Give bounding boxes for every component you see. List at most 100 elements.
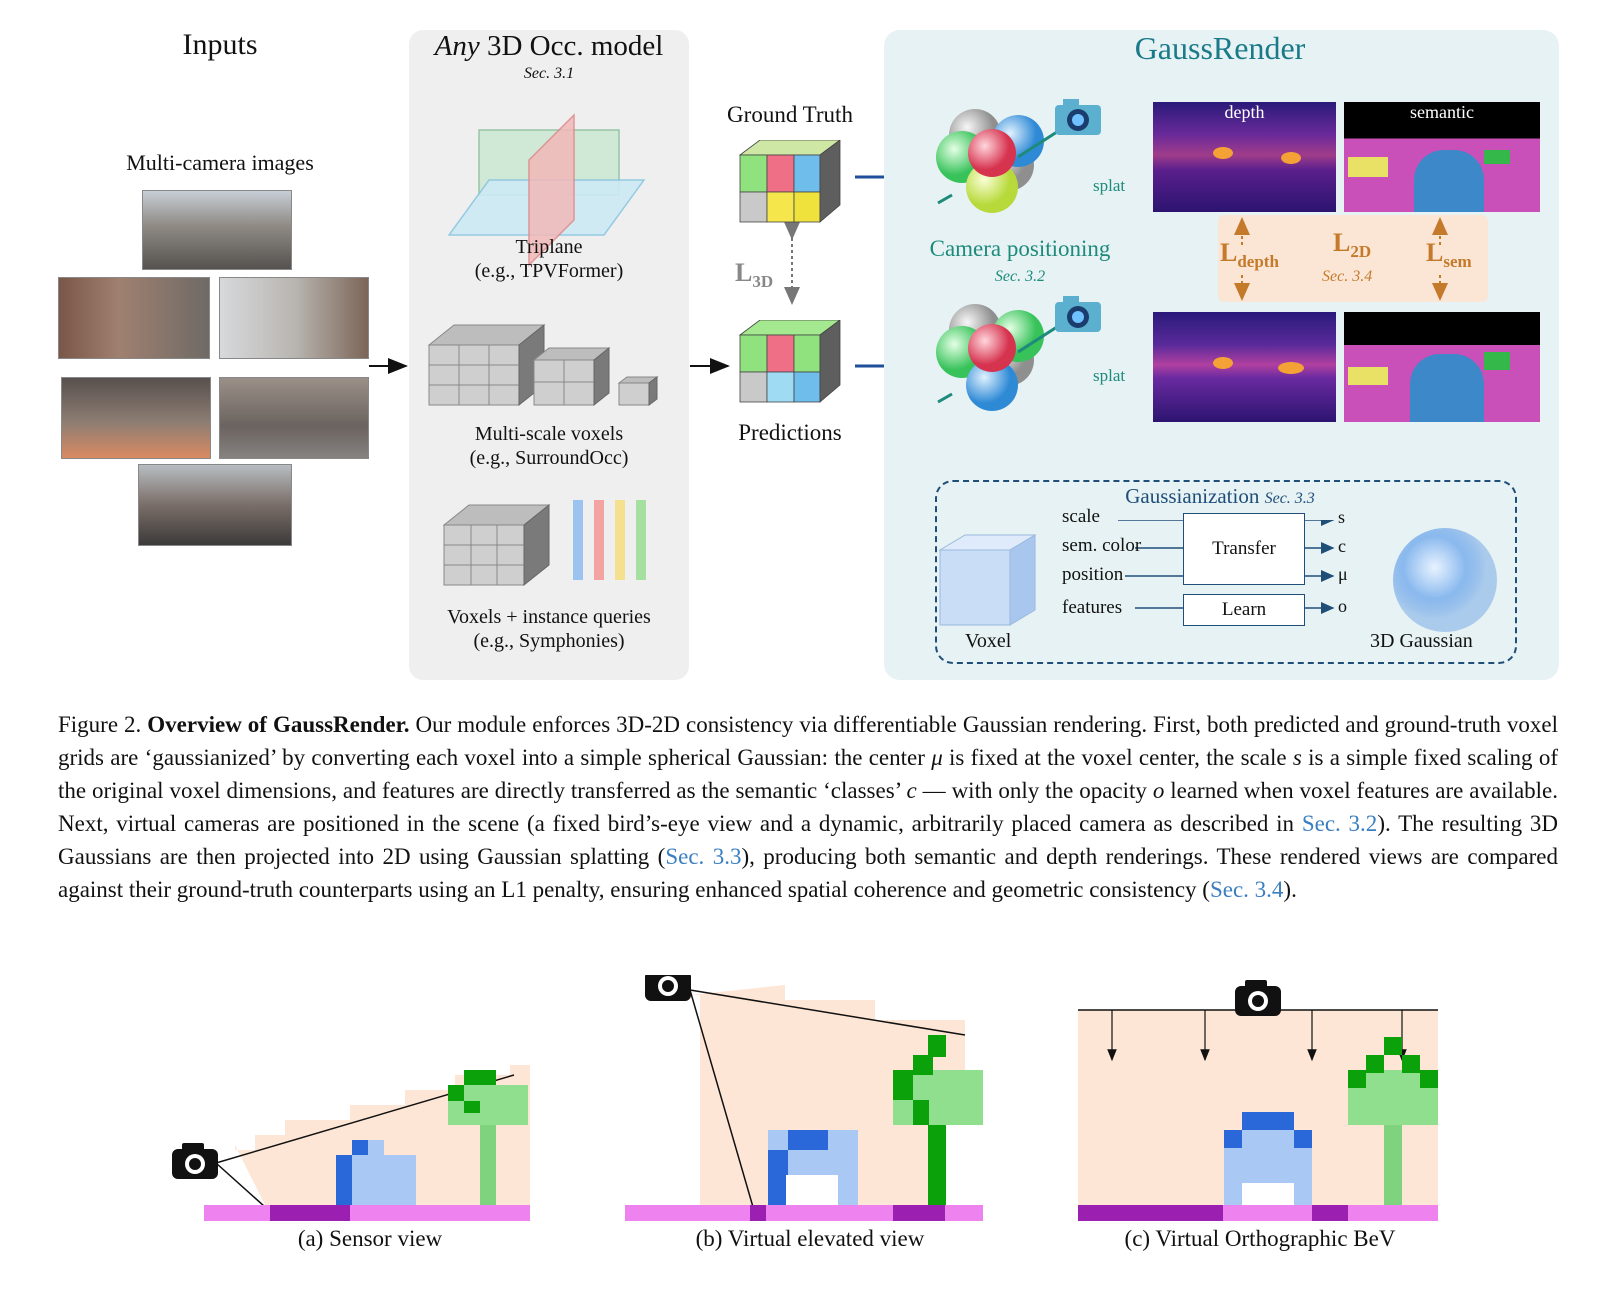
caption-text-5: learned when voxel features are availabl… <box>58 778 1558 836</box>
camera-positioning-label: Camera positioning <box>929 236 1111 261</box>
camera-view-illustrations <box>172 975 1438 1221</box>
camera-positioning-sec: Sec. 3.2 <box>994 268 1046 285</box>
caption-text-8: ). <box>1283 877 1297 902</box>
model-illustrations <box>427 113 659 587</box>
model-title-rest: 3D Occ. model <box>486 30 664 62</box>
camera-icon-bottom <box>1055 296 1101 332</box>
camera-icon-top <box>1055 99 1101 135</box>
loss-2d-main: L <box>1333 228 1351 257</box>
bev-view-diagram <box>1078 980 1438 1221</box>
model-sec: Sec. 3.1 <box>523 65 575 82</box>
multiscale-example: (e.g., SurroundOcc) <box>469 447 629 469</box>
ground-truth-cube <box>738 140 841 223</box>
subfigure-b-label: (b) Virtual elevated view <box>695 1226 925 1251</box>
gauss-input-features: features <box>1062 597 1123 618</box>
multi-camera-label: Multi-camera images <box>126 150 314 175</box>
caption-link-sec-3-4[interactable]: Sec. 3.4 <box>1209 877 1284 902</box>
caption-text-2: is fixed at the voxel center, the scale <box>942 745 1293 770</box>
loss-depth-main: L <box>1220 238 1238 267</box>
sensor-view-diagram <box>172 1065 530 1221</box>
figure-caption: Figure 2. Overview of GaussRender. Our m… <box>58 708 1558 906</box>
voxel-label: Voxel <box>965 630 1012 652</box>
model-title: Any 3D Occ. model <box>409 30 689 63</box>
caption-bold: Overview of GaussRender. <box>147 712 410 737</box>
model-title-italic: Any <box>434 30 480 62</box>
triplane-label: Triplane (e.g., TPVFormer) <box>409 235 689 283</box>
gaussians-top <box>936 99 1101 213</box>
caption-text-1: Our module enforces 3D-2D consistency vi… <box>58 712 1558 770</box>
camera-image-back <box>138 464 292 546</box>
gaussianization-sec: Sec. 3.3 <box>1264 490 1315 507</box>
depth-label: depth <box>1224 102 1265 122</box>
splat-label-top: splat <box>1093 176 1126 195</box>
camera-image-front-right <box>219 277 369 359</box>
triplane-icon <box>447 113 646 267</box>
gauss-output-mu: μ <box>1338 564 1348 584</box>
caption-fig: Figure 2. <box>58 712 142 737</box>
gaussian-label: 3D Gaussian <box>1370 630 1473 652</box>
prediction-cube <box>738 320 841 403</box>
caption-link-sec-3-2[interactable]: Sec. 3.2 <box>1301 811 1378 836</box>
camera-image-back-right <box>219 377 369 459</box>
caption-text-7: ), producing both semantic and depth ren… <box>58 844 1559 902</box>
pred-depth-render <box>1153 312 1336 422</box>
multiscale-name: Multi-scale voxels <box>474 423 624 445</box>
voxels-instance-queries-icon <box>442 500 646 587</box>
gt-semantic-render: semantic <box>1344 102 1540 212</box>
subfigure-a-label: (a) Sensor view <box>297 1226 443 1251</box>
loss-sem-label: Lsem <box>1426 238 1472 272</box>
loss-arrows <box>1234 217 1448 301</box>
semantic-label: semantic <box>1410 102 1474 122</box>
gauss-input-scale: scale <box>1062 506 1100 527</box>
loss-sem-sub: sem <box>1443 252 1472 272</box>
instance-queries-example: (e.g., Symphonies) <box>473 630 625 652</box>
triplane-name: Triplane <box>515 236 583 258</box>
gaussrender-title: GaussRender <box>1134 30 1306 66</box>
triplane-example: (e.g., TPVFormer) <box>474 260 624 282</box>
caption-mu: μ <box>931 745 943 770</box>
gauss-output-o: o <box>1338 596 1347 616</box>
loss-depth-label: Ldepth <box>1220 238 1279 272</box>
multiscale-label: Multi-scale voxels (e.g., SurroundOcc) <box>409 422 689 470</box>
caption-s: s <box>1292 745 1302 770</box>
instance-queries-label: Voxels + instance queries (e.g., Symphon… <box>409 605 689 653</box>
gaussianization-diagram <box>938 520 1497 632</box>
multi-scale-voxels-icon <box>427 323 659 407</box>
elevated-view-diagram <box>625 975 983 1221</box>
loss3d-label: L3D <box>735 258 773 292</box>
loss-sem-main: L <box>1426 238 1444 267</box>
loss-2d-sub: 2D <box>1350 242 1372 262</box>
camera-image-front-left <box>58 277 210 359</box>
loss-depth-sub: depth <box>1237 252 1279 272</box>
voxel-cube-icon <box>938 534 1037 626</box>
loss3d-sub: 3D <box>752 272 774 292</box>
splat-label-bottom: splat <box>1093 366 1126 385</box>
camera-image-back-left <box>61 377 211 459</box>
instance-queries-name: Voxels + instance queries <box>447 606 651 628</box>
gaussianization-title: Gaussianization Sec. 3.3 <box>1050 484 1390 509</box>
camera-image-front <box>142 190 292 270</box>
transfer-box: Transfer <box>1183 513 1305 585</box>
caption-text-4: — with only the opacity <box>916 778 1153 803</box>
learn-box: Learn <box>1183 594 1305 626</box>
gaussianization-box <box>935 480 1517 664</box>
subfigure-c-label: (c) Virtual Orthographic BeV <box>1124 1226 1396 1251</box>
pred-semantic-render <box>1344 312 1540 422</box>
caption-o: o <box>1152 778 1165 803</box>
predictions-label: Predictions <box>738 420 842 445</box>
caption-link-sec-3-3[interactable]: Sec. 3.3 <box>665 844 742 869</box>
caption-c: c <box>906 778 917 803</box>
inputs-title: Inputs <box>182 28 258 61</box>
caption-text-6: ). The resulting 3D Gaussians are then p… <box>58 811 1558 869</box>
gauss-output-s: s <box>1338 507 1346 527</box>
ground-truth-label: Ground Truth <box>727 102 853 127</box>
gt-depth-render: depth <box>1153 102 1336 212</box>
loss-2d-label: L2D <box>1333 228 1371 262</box>
caption-text-3: is a simple fixed scaling of the origina… <box>58 745 1558 803</box>
gaussians-bottom <box>936 296 1101 411</box>
loss3d-main: L <box>735 258 753 287</box>
gaussian-sphere-icon <box>1393 528 1497 632</box>
gauss-input-sem-color: sem. color <box>1062 535 1142 556</box>
loss-2d-sec: Sec. 3.4 <box>1322 268 1373 285</box>
gauss-input-position: position <box>1062 564 1124 585</box>
